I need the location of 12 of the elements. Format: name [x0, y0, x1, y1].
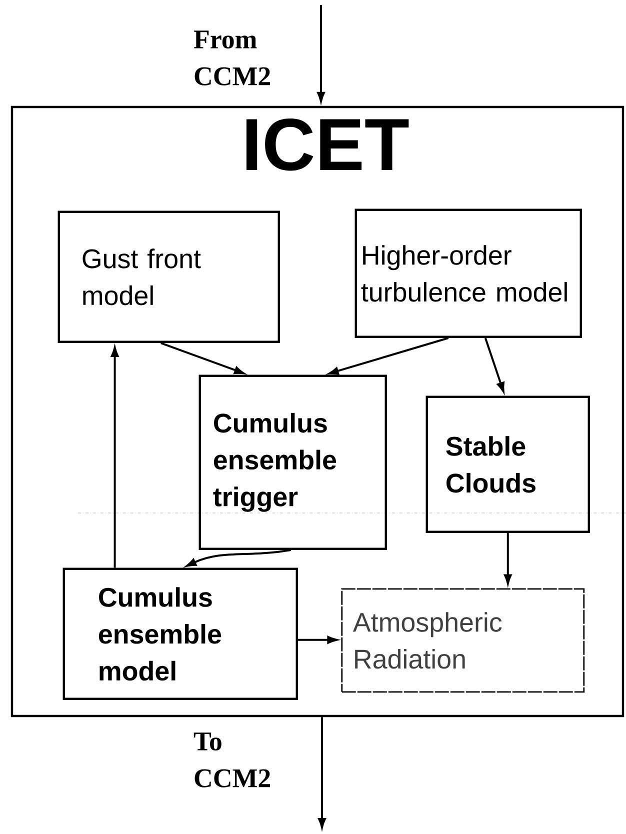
- process-box: Cumulus ensemble trigger: [198, 374, 387, 550]
- process-box: Atmospheric Radiation: [341, 588, 585, 693]
- edge-label: From CCM2: [194, 30, 270, 86]
- process-box: Gust front model: [58, 210, 280, 343]
- process-box: Cumulus ensemble model: [62, 568, 298, 700]
- process-box: Higher-order turbulence model: [354, 208, 582, 338]
- arrow: [328, 337, 449, 375]
- process-box: Stable Clouds: [426, 396, 590, 533]
- arrow: [186, 549, 292, 567]
- edge-label: To CCM2: [194, 732, 270, 788]
- system-title: ICET: [246, 118, 409, 171]
- arrow: [160, 342, 244, 374]
